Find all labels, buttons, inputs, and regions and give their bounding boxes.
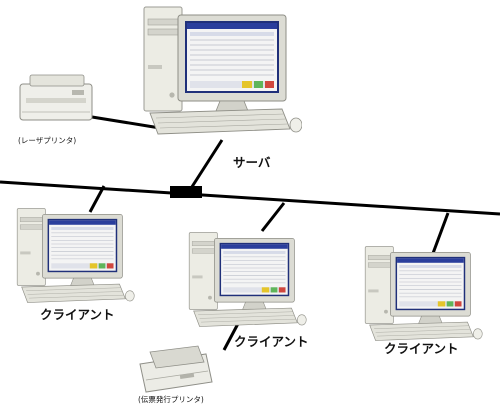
- network-backbone: [0, 180, 500, 216]
- laser-printer: [19, 74, 93, 121]
- client-1-link: [88, 185, 106, 213]
- laser-printer-label: (レーザプリンタ): [18, 136, 77, 145]
- client-computer-1: [16, 208, 135, 303]
- client-3-link: [430, 212, 450, 257]
- client-label-2: クライアント: [234, 334, 309, 349]
- server-computer: [143, 6, 302, 135]
- slip-printer-label: (伝票発行プリンタ): [138, 395, 204, 404]
- client-computer-3: [364, 246, 483, 341]
- client-label-1: クライアント: [40, 307, 115, 322]
- server-label: サーバ: [233, 155, 271, 170]
- laser-printer-link: [91, 115, 161, 130]
- client-computer-2: [188, 232, 307, 327]
- server-link: [186, 139, 224, 194]
- client-label-3: クライアント: [384, 341, 459, 356]
- slip-printer: [139, 345, 213, 393]
- network-hub: [170, 186, 202, 198]
- client-2-link: [260, 202, 286, 232]
